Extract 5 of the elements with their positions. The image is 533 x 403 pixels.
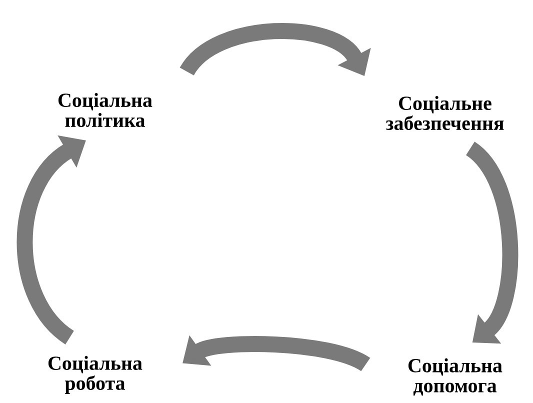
label-text: Соціальна політика	[58, 92, 152, 128]
label-text: Соціальна робота	[48, 356, 142, 394]
curved-arrow	[465, 142, 518, 344]
label-text: Соціальна допомога	[408, 358, 502, 396]
label-text: Соціальне забезпечення	[386, 96, 504, 130]
